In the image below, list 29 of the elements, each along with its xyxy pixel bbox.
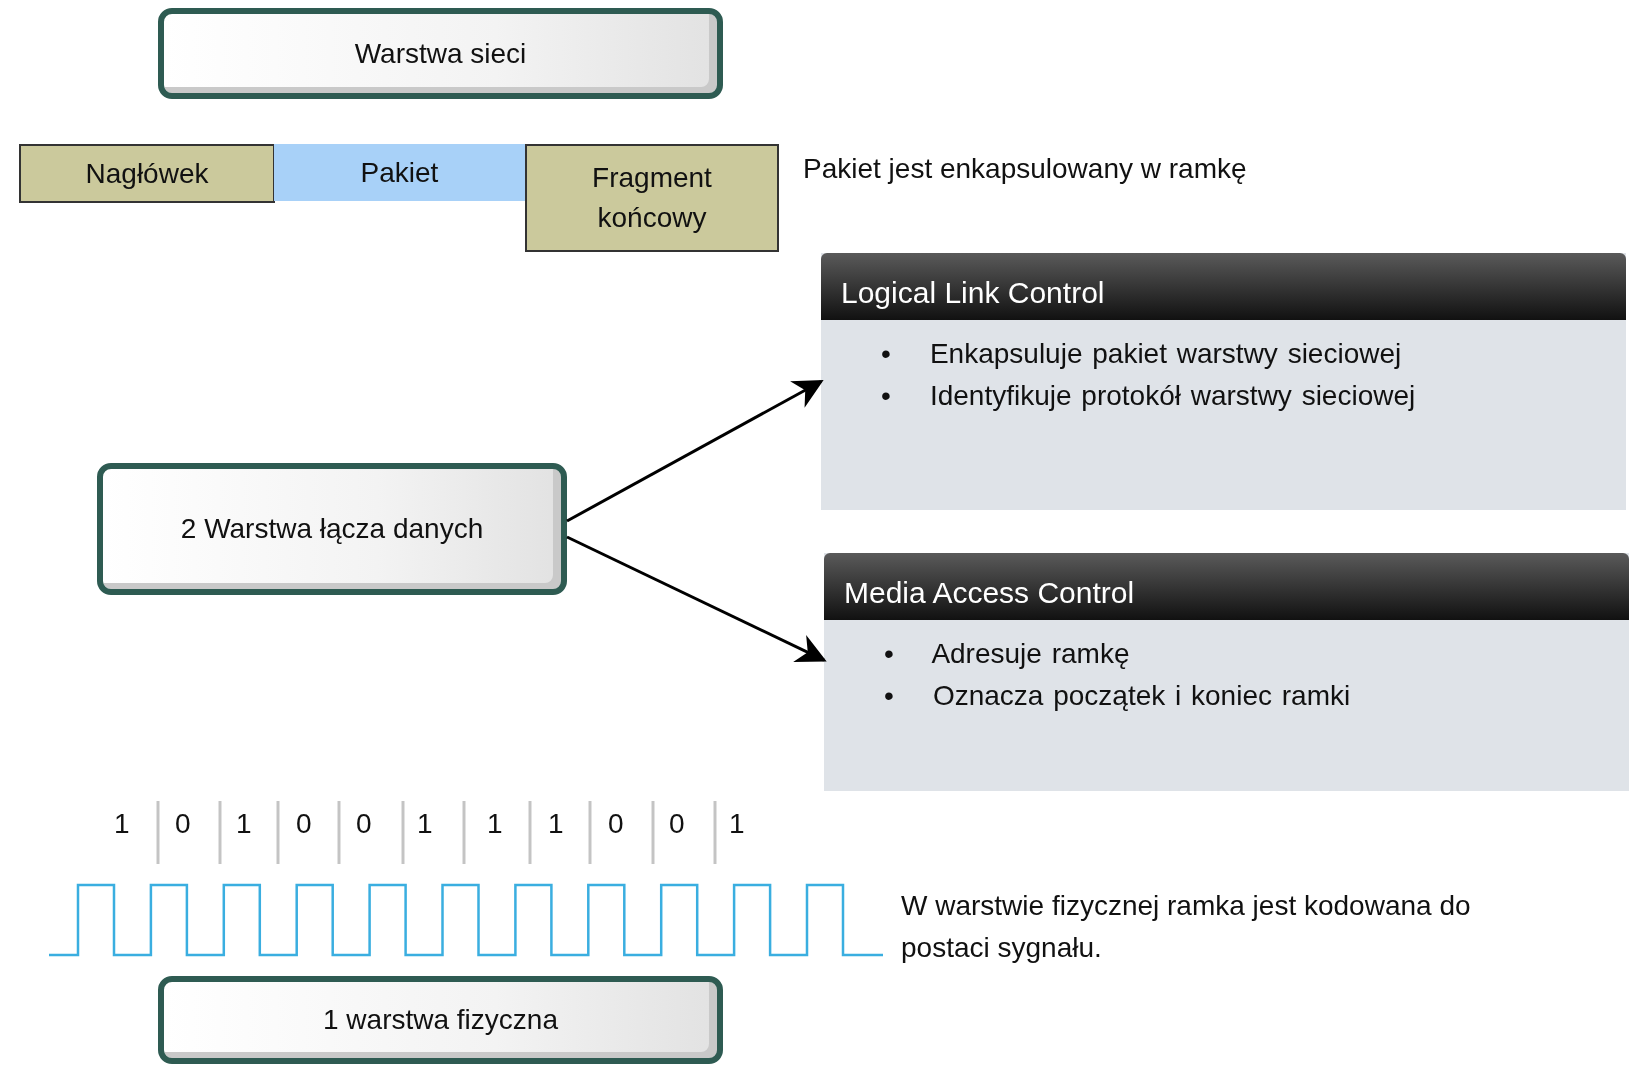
bit-value: 0 [175,808,191,840]
layer-box: 1 warstwa fizyczna [158,976,723,1064]
note-text: Pakiet jest enkapsulowany w ramkę [803,153,1247,185]
bullet-item: • Adresuje ramkę [884,637,1131,671]
arrow [566,380,824,523]
note-text: W warstwie fizycznej ramka jest kodowana do postaci sygnału. [901,889,1472,965]
bit-value: 1 [548,808,564,840]
bit-value: 0 [608,808,624,840]
arrow [566,535,827,662]
sublayer-panel [824,553,1629,791]
bullet-item: • Identyfikuje protokół warstwy sieciowej [881,379,1416,413]
bit-value: 1 [114,808,130,840]
bit-value: 1 [236,808,252,840]
bit-value: 0 [669,808,685,840]
layer-box: 2 Warstwa łącza danych [97,463,567,595]
bit-value: 0 [356,808,372,840]
bit-value: 1 [487,808,503,840]
bit-value: 0 [296,808,312,840]
bit-value: 1 [417,808,433,840]
header-field: Nagłówek [19,144,275,203]
packet-field: Pakiet [274,144,525,201]
layer-box: Warstwa sieci [158,8,723,99]
bullet-item: • Oznacza początek i koniec ramki [884,679,1351,713]
bullet-item: • Enkapsuluje pakiet warstwy sieciowej [881,337,1403,371]
panel-heading: Media Access Control [824,553,1629,620]
panel-heading: Logical Link Control [821,253,1626,320]
bit-value: 1 [729,808,745,840]
sublayer-panel [821,253,1626,510]
trailer-field: Fragment końcowy [525,144,779,252]
